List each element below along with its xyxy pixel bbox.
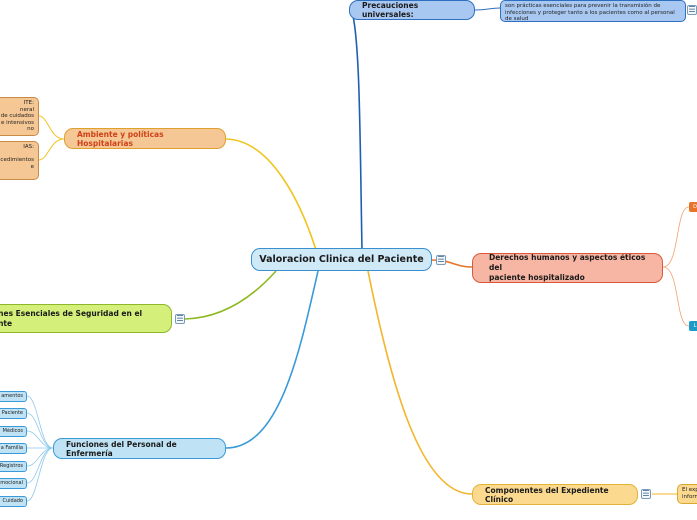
funciones-leaf[interactable]: Médicos <box>0 426 27 437</box>
topic-acciones-seguridad[interactable]: ones Esenciales de Seguridad en el ente <box>0 304 172 333</box>
funciones-leaf[interactable]: Paciente <box>0 408 27 419</box>
topic-ambiente[interactable]: Ambiente y políticas Hospitalarias <box>64 128 226 149</box>
funciones-leaf[interactable]: Cuidado <box>0 496 27 507</box>
topic-derechos-humanos[interactable]: Derechos humanos y aspectos éticos del p… <box>472 253 663 283</box>
topic-precauciones-label: Precauciones universales: <box>362 1 419 19</box>
ambiente-subtopic-1[interactable]: ITE: neral de cuidados e intensivos no <box>0 97 39 136</box>
componentes-note: El exp inform <box>677 484 697 504</box>
topic-funciones-label: Funciones del Personal de Enfermería <box>66 439 177 458</box>
link-ambiente-box1 <box>38 115 65 140</box>
topic-precauciones[interactable]: Precauciones universales: <box>349 0 475 20</box>
topic-ambiente-label: Ambiente y políticas Hospitalarias <box>77 129 164 148</box>
topic-componentes-expediente[interactable]: Componentes del Expediente Clínico <box>472 484 638 505</box>
central-topic[interactable]: Valoracion Clinica del Paciente <box>251 248 432 271</box>
topic-acciones-label: ones Esenciales de Seguridad en el ente <box>0 308 143 328</box>
note-icon[interactable]: ☰ <box>641 489 651 499</box>
central-topic-label: Valoracion Clinica del Paciente <box>259 254 424 265</box>
funciones-leaf[interactable]: Registros <box>0 461 27 472</box>
link-acciones <box>184 270 277 320</box>
funciones-leaf[interactable]: amentos <box>0 391 27 402</box>
topic-componentes-label: Componentes del Expediente Clínico <box>485 485 609 504</box>
link-ambiente <box>225 138 317 251</box>
derechos-subtopic-d[interactable]: D <box>689 202 697 212</box>
link-funciones <box>225 270 319 449</box>
topic-derechos-label: Derechos humanos y aspectos éticos del p… <box>489 253 646 282</box>
funciones-leaf[interactable]: a Familia <box>0 443 27 454</box>
link-precauciones-note <box>474 7 501 11</box>
note-icon[interactable]: ☰ <box>436 255 446 265</box>
topic-funciones-enfermeria[interactable]: Funciones del Personal de Enfermería <box>53 438 226 459</box>
funciones-leaf-links <box>26 395 54 502</box>
link-precauciones <box>351 11 363 251</box>
derechos-subtopic-l[interactable]: L <box>689 321 697 331</box>
precauciones-note: son prácticas esenciales para prevenir l… <box>500 0 686 22</box>
note-icon[interactable]: ☰ <box>687 5 697 15</box>
link-componentes <box>367 270 473 495</box>
link-derechos-l <box>662 266 690 327</box>
link-ambiente-box2 <box>38 138 65 161</box>
note-icon[interactable]: ☰ <box>175 314 185 324</box>
link-derechos-d <box>662 206 690 268</box>
funciones-leaf[interactable]: mocional <box>0 478 27 489</box>
ambiente-subtopic-2[interactable]: IAS: cedimientos e <box>0 141 39 180</box>
